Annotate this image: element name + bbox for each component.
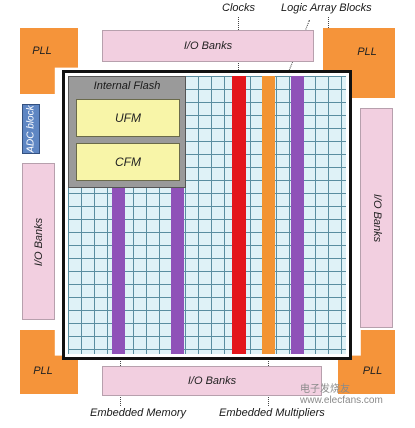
embedded-memory-column-1: [112, 188, 125, 354]
pll-top-left-label: PLL: [32, 45, 52, 57]
io-banks-left-label: I/O Banks: [32, 217, 45, 266]
io-banks-top-label: I/O Banks: [183, 40, 233, 52]
embedded-multipliers-callout: Embedded Multipliers: [219, 407, 325, 419]
io-banks-right-label: I/O Banks: [370, 193, 383, 243]
io-banks-bottom-label: I/O Banks: [187, 375, 237, 387]
cfm-label: CFM: [115, 155, 141, 169]
clocks-callout: Clocks: [222, 2, 256, 14]
watermark: 电子发烧友 www.elecfans.com: [300, 380, 412, 406]
internal-flash-title: Internal Flash: [93, 80, 161, 92]
io-banks-left: I/O Banks: [22, 163, 55, 320]
core-frame: Internal Flash UFM CFM: [62, 70, 352, 360]
cfm-block: CFM: [76, 143, 180, 181]
embedded-memory-column-2: [171, 188, 184, 354]
pll-top-right-label: PLL: [357, 46, 377, 58]
io-banks-right: I/O Banks: [360, 108, 393, 328]
adc-block-label: ADC block: [25, 105, 37, 153]
embedded-memory-callout: Embedded Memory: [90, 407, 186, 419]
pll-bottom-right-label: PLL: [362, 365, 383, 377]
io-banks-top: I/O Banks: [102, 30, 314, 62]
internal-flash-panel: Internal Flash UFM CFM: [68, 76, 186, 188]
embedded-multipliers-column: [262, 76, 275, 354]
io-banks-bottom: I/O Banks: [102, 366, 322, 396]
clocks-column: [232, 76, 246, 354]
adc-block: ADC block: [22, 104, 40, 154]
pll-bottom-left-label: PLL: [33, 365, 53, 377]
embedded-memory-column-3: [291, 76, 304, 354]
ufm-label: UFM: [115, 111, 141, 125]
watermark-text: 电子发烧友 www.elecfans.com: [300, 384, 383, 406]
logic-array-blocks-callout: Logic Array Blocks: [281, 2, 372, 14]
ufm-block: UFM: [76, 99, 180, 137]
